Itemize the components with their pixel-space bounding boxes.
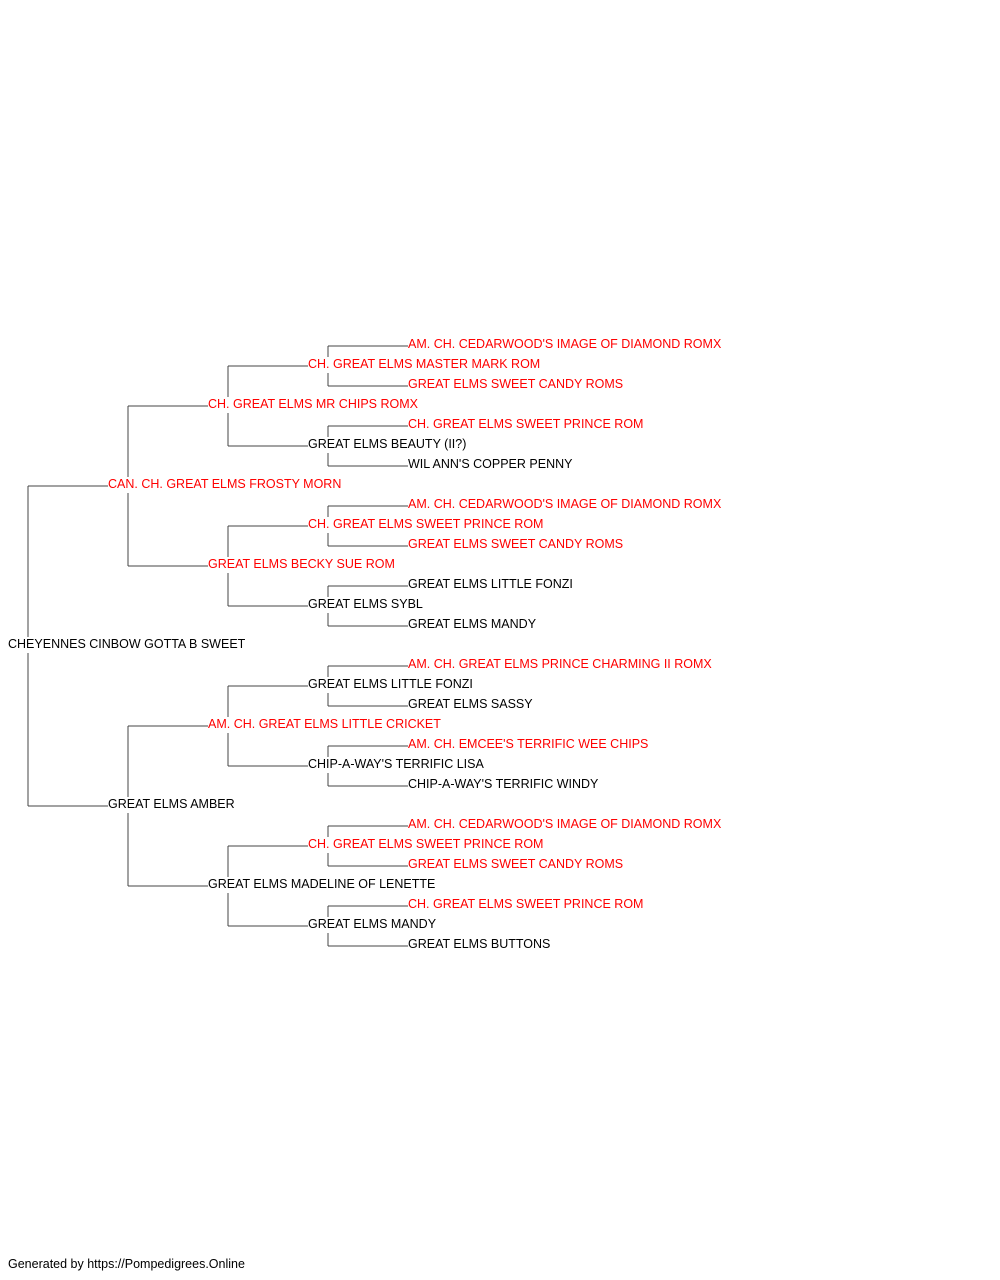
ancestor-name: CH. GREAT ELMS SWEET PRINCE ROM (408, 897, 646, 911)
ancestor-name: GREAT ELMS SWEET CANDY ROMS (408, 857, 626, 871)
ancestor-name: AM. CH. GREAT ELMS PRINCE CHARMING II RO… (408, 657, 714, 671)
subject-dog-name: CHEYENNES CINBOW GOTTA B SWEET (8, 637, 248, 651)
ancestor-name: AM. CH. EMCEE'S TERRIFIC WEE CHIPS (408, 737, 651, 751)
ancestor-name: GREAT ELMS AMBER (108, 797, 237, 811)
ancestor-name: CH. GREAT ELMS SWEET PRINCE ROM (308, 837, 546, 851)
ancestor-name: GREAT ELMS MADELINE OF LENETTE (208, 877, 438, 891)
ancestor-name: AM. CH. CEDARWOOD'S IMAGE OF DIAMOND ROM… (408, 337, 724, 351)
ancestor-name: CH. GREAT ELMS SWEET PRINCE ROM (408, 417, 646, 431)
ancestor-name: GREAT ELMS MANDY (408, 617, 539, 631)
ancestor-name: GREAT ELMS BUTTONS (408, 937, 553, 951)
generated-by-footer: Generated by https://Pompedigrees.Online (8, 1257, 245, 1271)
ancestor-name: WIL ANN'S COPPER PENNY (408, 457, 575, 471)
ancestor-name: GREAT ELMS LITTLE FONZI (408, 577, 575, 591)
ancestor-name: CH. GREAT ELMS MASTER MARK ROM (308, 357, 543, 371)
ancestor-name: GREAT ELMS MANDY (308, 917, 439, 931)
ancestor-name: GREAT ELMS LITTLE FONZI (308, 677, 475, 691)
ancestor-name: CHIP-A-WAY'S TERRIFIC LISA (308, 757, 486, 771)
ancestor-name: CH. GREAT ELMS MR CHIPS ROMX (208, 397, 420, 411)
ancestor-name: AM. CH. CEDARWOOD'S IMAGE OF DIAMOND ROM… (408, 497, 724, 511)
ancestor-name: AM. CH. GREAT ELMS LITTLE CRICKET (208, 717, 443, 731)
ancestor-name: CHIP-A-WAY'S TERRIFIC WINDY (408, 777, 601, 791)
ancestor-name: GREAT ELMS SWEET CANDY ROMS (408, 537, 626, 551)
ancestor-name: GREAT ELMS SYBL (308, 597, 425, 611)
ancestor-name: GREAT ELMS SASSY (408, 697, 535, 711)
ancestor-name: GREAT ELMS BEAUTY (II?) (308, 437, 469, 451)
ancestor-name: CH. GREAT ELMS SWEET PRINCE ROM (308, 517, 546, 531)
ancestor-name: GREAT ELMS BECKY SUE ROM (208, 557, 397, 571)
ancestor-name: CAN. CH. GREAT ELMS FROSTY MORN (108, 477, 344, 491)
ancestor-name: GREAT ELMS SWEET CANDY ROMS (408, 377, 626, 391)
ancestor-name: AM. CH. CEDARWOOD'S IMAGE OF DIAMOND ROM… (408, 817, 724, 831)
